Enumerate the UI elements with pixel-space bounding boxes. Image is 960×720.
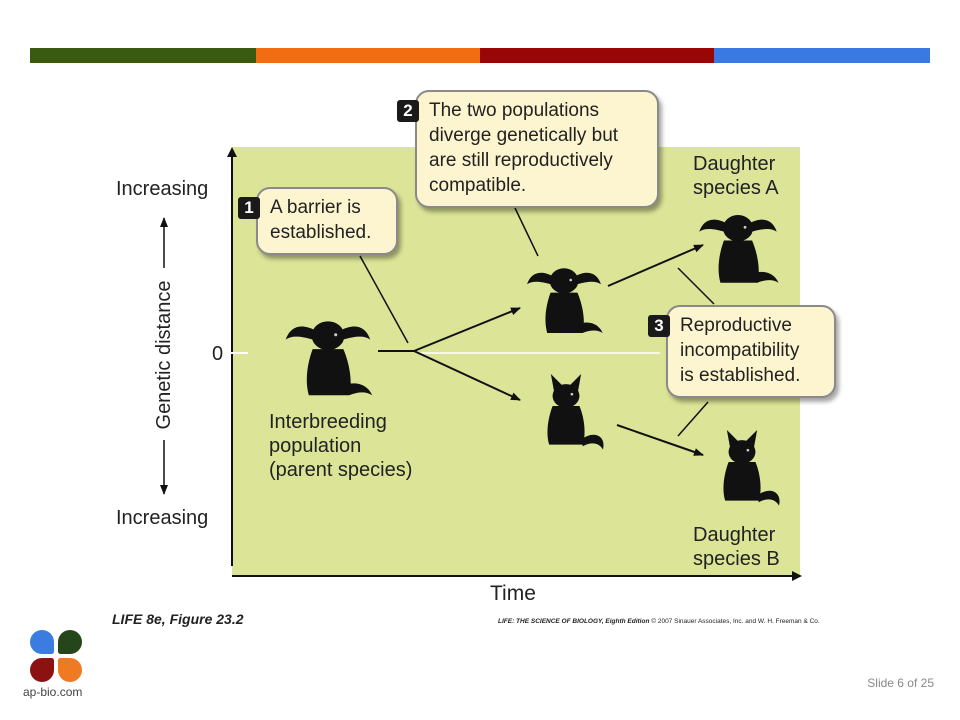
arrow-to-lower-population	[413, 350, 521, 401]
callout-2-pointer	[514, 207, 539, 257]
logo-circle-blue	[30, 630, 54, 654]
daughter-a-line-1: Daughter	[693, 153, 776, 175]
top-color-bar	[30, 48, 930, 63]
step-3-line-1: Reproductive	[680, 315, 792, 336]
step-1-line-2: established.	[270, 222, 372, 243]
callout-step-3: 3 Reproductive incompatibility is establ…	[648, 305, 836, 398]
step-2-line-2: diverge genetically but	[429, 125, 619, 146]
step-2-line-3: are still reproductively	[429, 150, 613, 171]
arrow-to-upper-population	[413, 307, 521, 352]
y-axis-zero-label: 0	[212, 343, 224, 365]
callout-1-pointer	[359, 255, 409, 344]
logo-circle-red	[30, 658, 54, 682]
logo-text: ap-bio.com	[23, 685, 83, 699]
figure-credit: LIFE: THE SCIENCE OF BIOLOGY, Eighth Edi…	[498, 618, 820, 625]
logo-circle-orange	[58, 658, 82, 682]
y-axis-bottom-label: Increasing	[116, 507, 209, 529]
ap-bio-logo	[30, 630, 82, 682]
daughter-a-line-2: species A	[693, 177, 779, 199]
step-2-line-4: compatible.	[429, 175, 527, 196]
daughter-b-line-1: Daughter	[693, 524, 776, 546]
step-1-line-1: A barrier is	[270, 197, 361, 218]
daughter-species-a-label: Daughter species A	[693, 152, 779, 200]
y-axis-top-label: Increasing	[116, 178, 209, 200]
parent-label-line-1: Interbreeding	[269, 411, 387, 433]
daughter-b-line-2: species B	[693, 548, 780, 570]
parent-label-line-3: (parent species)	[269, 459, 413, 481]
step-3-line-3: is established.	[680, 365, 801, 386]
credit-rest: © 2007 Sinauer Associates, Inc. and W. H…	[649, 618, 820, 625]
bar-segment-red	[480, 48, 714, 63]
step-1-badge: 1	[238, 197, 260, 219]
step-3-badge: 3	[648, 315, 670, 337]
callout-3-pointer-up	[677, 267, 715, 305]
credit-title: LIFE: THE SCIENCE OF BIOLOGY, Eighth Edi…	[498, 618, 650, 625]
callout-step-1: 1 A barrier is established.	[238, 187, 398, 255]
callout-step-2: 2 The two populations diverge geneticall…	[397, 90, 659, 208]
x-axis-title: Time	[490, 582, 536, 605]
bar-segment-blue	[714, 48, 930, 63]
figure-caption: LIFE 8e, Figure 23.2	[112, 611, 244, 627]
step-3-line-2: incompatibility	[680, 340, 800, 361]
step-2-line-1: The two populations	[429, 100, 600, 121]
y-axis-title: Genetic distance	[153, 280, 175, 430]
slide-number: Slide 6 of 25	[867, 676, 934, 690]
parent-label-line-2: population	[269, 435, 362, 457]
bar-segment-green	[30, 48, 256, 63]
step-2-badge: 2	[397, 100, 419, 122]
callout-3-pointer-down	[677, 401, 709, 437]
daughter-species-b-label: Daughter species B	[693, 523, 780, 571]
arrow-to-daughter-a	[607, 244, 704, 287]
bar-segment-orange	[256, 48, 480, 63]
logo-circle-green	[58, 630, 82, 654]
arrow-to-daughter-b	[616, 424, 704, 456]
parent-species-label: Interbreeding population (parent species…	[269, 410, 412, 482]
